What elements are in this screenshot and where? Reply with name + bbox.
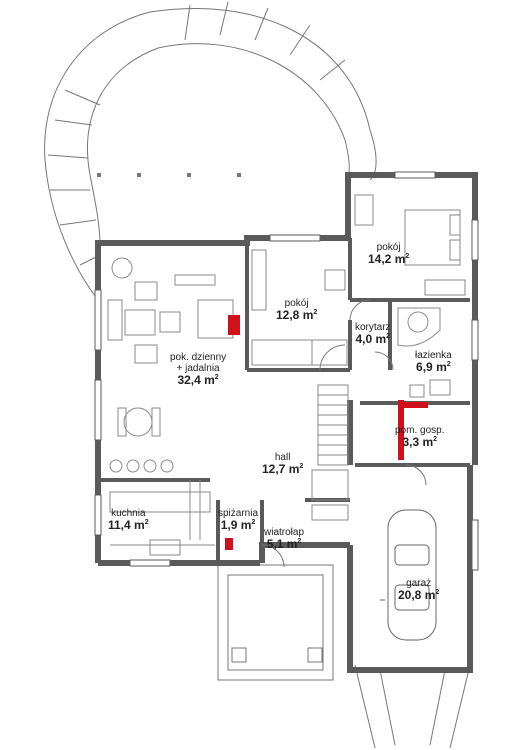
room-label-wiatrolap: wiatrołap 5,1 m2 bbox=[264, 527, 305, 551]
room-label-kuchnia: kuchnia 11,4 m2 bbox=[108, 508, 149, 532]
accent-marks bbox=[225, 315, 428, 550]
stairs bbox=[311, 384, 349, 521]
porch bbox=[217, 564, 471, 749]
room-label-korytarz: korytarz 4,0 m2 bbox=[355, 322, 391, 346]
room-label-pokoj-2: pokój 14,2 m2 bbox=[368, 242, 410, 266]
room-label-salon: pok. dzienny + jadalnia 32,4 m2 bbox=[170, 352, 227, 387]
doors bbox=[261, 299, 427, 568]
kitchen-counters bbox=[109, 480, 215, 556]
room-label-garaz: garaż 20,8 m2 bbox=[398, 578, 440, 602]
room-label-spizarnia: spiżarnia 1,9 m2 bbox=[218, 508, 259, 532]
room-label-pom-gosp: pom. gosp. 3,3 m2 bbox=[395, 425, 445, 449]
terrace-dots bbox=[97, 173, 241, 177]
terrace-curve bbox=[44, 1, 377, 301]
room-label-lazienka: łazienka 6,9 m2 bbox=[415, 350, 452, 374]
windows bbox=[94, 171, 479, 571]
bathroom-fixtures bbox=[397, 307, 451, 398]
bedroom-furniture bbox=[251, 194, 466, 366]
room-label-hall: hall 12,7 m2 bbox=[262, 452, 304, 476]
car-icon bbox=[380, 509, 437, 641]
room-label-pokoj-1: pokój 12,8 m2 bbox=[276, 298, 318, 322]
